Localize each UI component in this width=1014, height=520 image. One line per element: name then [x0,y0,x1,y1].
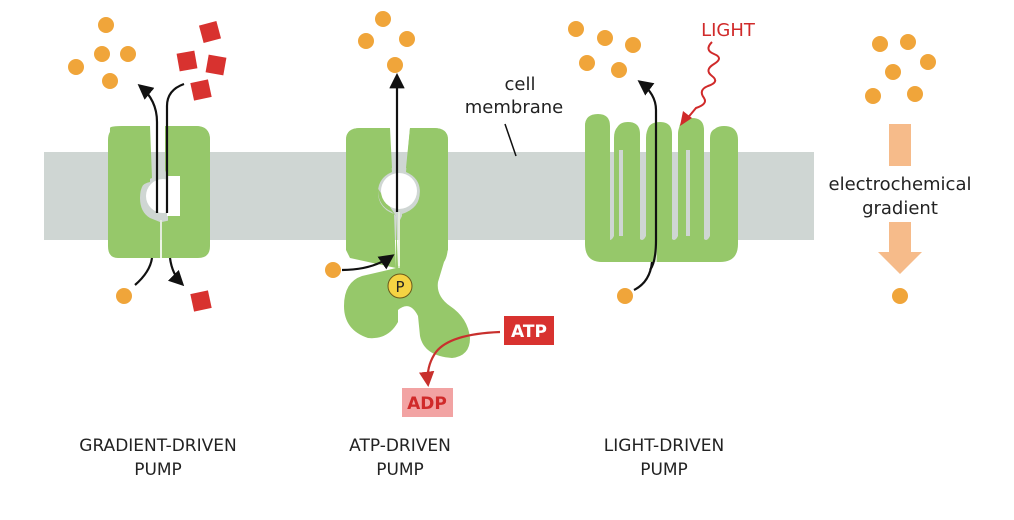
gradient-pump-inflow-arrow [137,84,159,213]
atp-to-adp-arrow [418,330,501,388]
caption-atp-pump-line1: ATP-DRIVEN [349,436,451,456]
light-pump-entry-arrow [633,261,654,291]
phosphate-label: P [395,278,404,296]
light-driven-pump: LIGHT [568,20,756,304]
gradient-pump-square-arrow [165,82,185,213]
light-pump-circle-solutes [568,21,641,304]
gradient-low-solute [892,288,908,304]
cell-membrane-label-line1: cell [505,74,536,95]
gradient-high-solutes [865,34,936,104]
gradient-pump-in-arrow [134,257,154,286]
gradient-pump-circle-solutes [68,17,136,304]
caption-light-pump-line2: PUMP [640,460,688,480]
electrochemical-gradient: electrochemical gradient [829,34,972,304]
adp-box [402,388,453,417]
gradient-label: gradient [862,198,938,219]
atp-label: ATP [511,322,547,342]
gradient-arrow-head [878,252,922,274]
caption-light-pump-line1: LIGHT-DRIVEN [604,436,724,456]
atp-driven-pump: P ATP ADP [325,11,554,417]
adp-label: ADP [407,394,447,414]
light-pump-exit-arrow [637,80,658,271]
atp-box [504,316,554,345]
phosphate-group: P [387,273,413,299]
cell-membrane-pointer [504,123,517,157]
atp-pump-entry-arrow [341,254,395,272]
caption-gradient-pump-line2: PUMP [134,460,182,480]
gradient-pump-square-solutes [176,20,227,312]
atp-pump-circle-solutes [325,11,415,278]
light-label: LIGHT [701,20,756,41]
gradient-arrow-shaft-bottom [889,222,911,258]
light-ray-icon [685,41,720,121]
cell-membrane-label-line2: membrane [465,97,563,118]
gradient-driven-pump [68,17,227,312]
caption-atp-pump-line2: PUMP [376,460,424,480]
gradient-arrow-shaft-top [889,124,911,166]
gradient-pump-out-arrow [167,257,185,287]
electrochemical-label: electrochemical [829,174,972,195]
caption-gradient-pump-line1: GRADIENT-DRIVEN [79,436,236,456]
